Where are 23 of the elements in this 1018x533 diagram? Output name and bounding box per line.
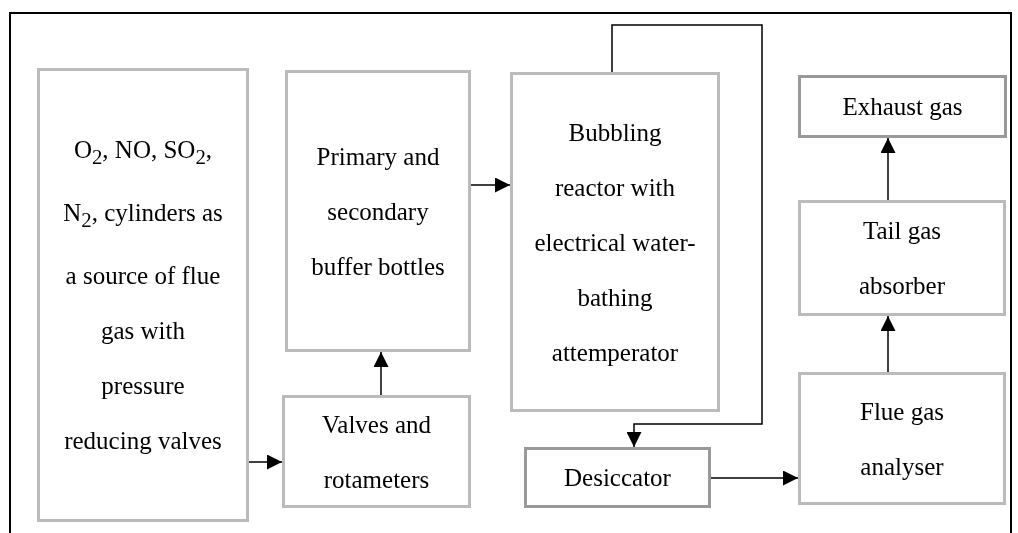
process-box [510,72,720,412]
arrow [373,351,389,396]
box-label: O$_{2}$, NO, SO$_{2}$, N$_{2}$, cylinders as a source of flue gas with pressure reducing valves [62,135,224,456]
box-label: Desiccator [564,462,671,493]
process-box [524,447,711,508]
box-label: Exhaust gas [842,91,963,122]
process-box [798,200,1006,316]
process-box [285,70,471,352]
process-box [798,75,1007,138]
process-box [282,395,471,508]
arrow [611,24,763,448]
box-label: Bubbling reactor with electrical water-bathing attemperator [533,117,697,368]
process-box [798,372,1006,505]
box-label: Flue gas analyser [859,396,945,482]
box-label: Valves and rotameters [321,409,432,495]
process-box [37,68,249,522]
arrow [880,137,896,201]
arrow [470,177,511,193]
box-label: Primary and secondary buffer bottles [310,141,446,282]
box-label: Tail gas absorber [857,216,947,301]
arrow [248,454,283,470]
arrow [880,315,896,373]
arrow [710,470,799,486]
